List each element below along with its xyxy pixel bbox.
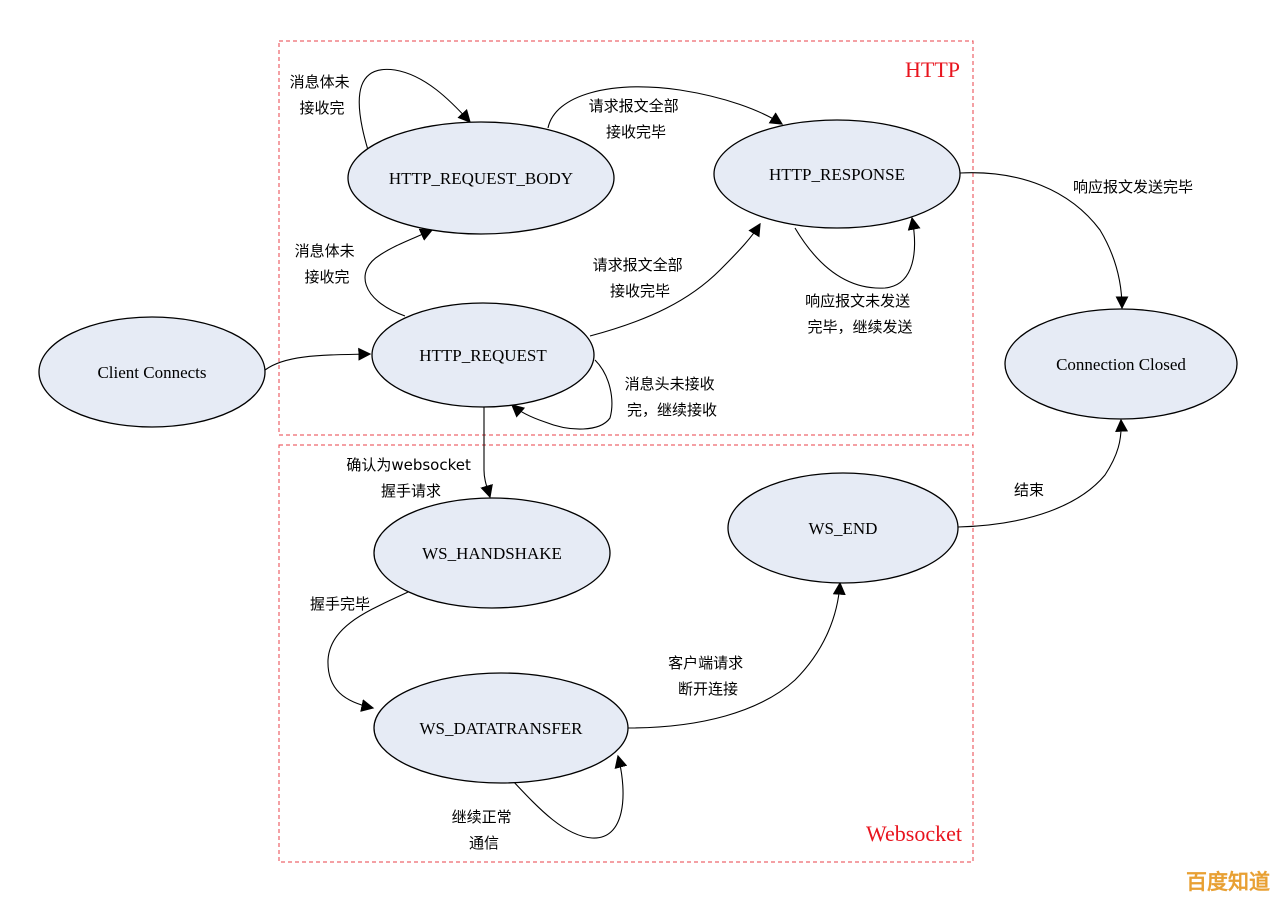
edge-request-to-body — [364, 228, 434, 317]
edge-transfer-self-loop — [511, 754, 628, 839]
watermark: 百度知道 — [1186, 870, 1270, 894]
edge-response-self-loop — [794, 216, 921, 289]
node-http-response-label: HTTP_RESPONSE — [769, 165, 905, 184]
node-http-request: HTTP_REQUEST — [371, 302, 595, 408]
label-request-to-body: 消息体未 接收完 — [295, 242, 360, 286]
websocket-group: Websocket — [278, 444, 974, 863]
edge-transfer-to-end — [627, 581, 846, 729]
node-ws-handshake-label: WS_HANDSHAKE — [422, 544, 562, 563]
websocket-group-border — [278, 444, 974, 863]
node-http-request-body-shape — [347, 121, 615, 235]
label-request-to-handshake: 确认为websocket 握手请求 — [346, 456, 475, 500]
label-transfer-to-end: 客户端请求 断开连接 — [668, 654, 748, 698]
edge-response-to-closed — [959, 172, 1129, 310]
edge-request-to-handshake — [480, 407, 493, 499]
label-response-self: 响应报文未发送 完毕，继续发送 — [805, 292, 915, 336]
node-ws-end-label: WS_END — [809, 519, 878, 538]
node-ws-handshake-shape — [373, 497, 611, 609]
edge-body-self-loop — [358, 68, 471, 151]
node-ws-end: WS_END — [727, 472, 959, 584]
label-transfer-self: 继续正常 通信 — [452, 808, 517, 852]
label-request-self: 消息头未接收 完，继续接收 — [625, 375, 720, 419]
edges — [264, 68, 1129, 839]
node-client-connects-label: Client Connects — [97, 363, 206, 382]
node-http-request-body: HTTP_REQUEST_BODY — [347, 121, 615, 235]
websocket-group-title: Websocket — [866, 821, 962, 846]
node-ws-handshake: WS_HANDSHAKE — [373, 497, 611, 609]
node-ws-end-shape — [727, 472, 959, 584]
node-http-response: HTTP_RESPONSE — [713, 119, 961, 229]
edge-request-to-response — [589, 222, 761, 337]
edge-client-to-request — [264, 347, 372, 371]
node-ws-datatransfer-label: WS_DATATRANSFER — [420, 719, 584, 738]
node-connection-closed: Connection Closed — [1004, 308, 1238, 420]
node-http-request-label: HTTP_REQUEST — [419, 346, 547, 365]
node-http-request-shape — [371, 302, 595, 408]
edge-handshake-to-transfer — [327, 591, 409, 712]
node-ws-datatransfer: WS_DATATRANSFER — [373, 672, 629, 784]
node-client-connects-shape — [38, 316, 266, 428]
edge-labels: 消息体未 接收完 请求报文全部 接收完毕 消息体未 接收完 请求报文全部 接收完… — [290, 73, 1193, 852]
label-request-to-response: 请求报文全部 接收完毕 — [593, 256, 688, 300]
node-http-request-body-label: HTTP_REQUEST_BODY — [389, 169, 573, 188]
http-group: HTTP — [278, 40, 974, 436]
label-body-to-response: 请求报文全部 接收完毕 — [589, 97, 684, 141]
http-group-border — [278, 40, 974, 436]
edge-body-to-response — [547, 86, 784, 129]
label-response-to-closed: 响应报文发送完毕 — [1073, 178, 1193, 196]
node-ws-datatransfer-shape — [373, 672, 629, 784]
nodes: Client Connects HTTP_REQUEST HTTP_REQUES… — [38, 119, 1238, 784]
node-client-connects: Client Connects — [38, 316, 266, 428]
http-group-title: HTTP — [905, 57, 960, 82]
label-end-to-closed: 结束 — [1014, 481, 1044, 499]
edge-request-self-loop — [511, 359, 613, 430]
label-body-self: 消息体未 接收完 — [290, 73, 355, 117]
node-http-response-shape — [713, 119, 961, 229]
label-handshake-to-transfer: 握手完毕 — [310, 595, 370, 613]
node-connection-closed-label: Connection Closed — [1056, 355, 1186, 374]
node-connection-closed-shape — [1004, 308, 1238, 420]
edge-end-to-closed — [957, 418, 1129, 528]
